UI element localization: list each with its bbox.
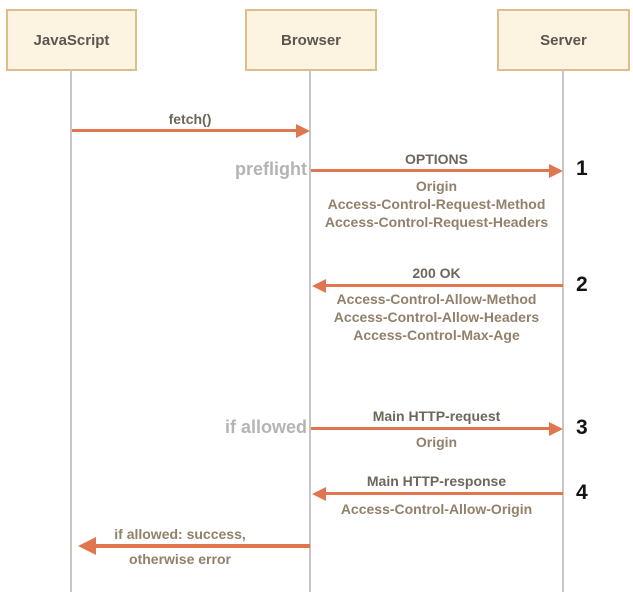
actor-box-javascript: JavaScript [6, 9, 137, 71]
header-line: Origin [415, 178, 458, 194]
step-number-1: 1 [576, 157, 588, 180]
arrow-options [311, 169, 549, 172]
step-number-4: 4 [576, 481, 588, 504]
arrowhead-left-icon [312, 279, 326, 293]
arrow-main-request [311, 427, 549, 430]
message-label-main-response: Main HTTP-response [366, 473, 507, 489]
arrowhead-right-icon [549, 164, 563, 178]
header-line: Access-Control-Max-Age [353, 327, 520, 343]
headers-main-response: Access-Control-Allow-Origin [310, 500, 563, 518]
message-label-fetch: fetch() [168, 111, 212, 127]
message-label-200-ok: 200 OK [412, 265, 461, 281]
headers-options: Origin Access-Control-Request-Method Acc… [310, 177, 563, 231]
note-preflight: preflight [235, 159, 307, 179]
lifeline-browser [309, 70, 311, 592]
arrow-result [95, 544, 310, 548]
headers-main-request: Origin [310, 433, 563, 451]
message-label-result-line1: if allowed: success, [114, 526, 246, 542]
header-line: Origin [415, 434, 458, 450]
header-line: Access-Control-Allow-Method [336, 291, 537, 307]
header-line: Access-Control-Allow-Headers [333, 309, 540, 325]
actor-box-browser: Browser [245, 9, 377, 71]
message-label-main-request: Main HTTP-request [372, 408, 501, 424]
message-label-result-line2: otherwise error [129, 551, 231, 567]
arrow-200-ok [326, 284, 563, 287]
arrow-main-response [326, 492, 563, 495]
step-number-2: 2 [576, 273, 588, 296]
arrowhead-left-icon [312, 487, 326, 501]
header-line: Access-Control-Allow-Origin [340, 501, 533, 517]
arrowhead-right-icon [549, 422, 563, 436]
step-number-3: 3 [576, 416, 588, 439]
header-line: Access-Control-Request-Method [327, 196, 546, 212]
lifeline-server [562, 70, 564, 592]
note-if-allowed: if allowed [224, 417, 307, 437]
message-label-options: OPTIONS [404, 151, 468, 167]
lifeline-javascript [70, 70, 72, 592]
header-line: Access-Control-Request-Headers [324, 214, 549, 230]
headers-200-ok: Access-Control-Allow-Method Access-Contr… [310, 290, 563, 344]
arrow-fetch [72, 129, 296, 132]
arrowhead-left-icon [78, 537, 96, 555]
arrowhead-right-icon [296, 124, 310, 138]
actor-box-server: Server [497, 9, 630, 71]
